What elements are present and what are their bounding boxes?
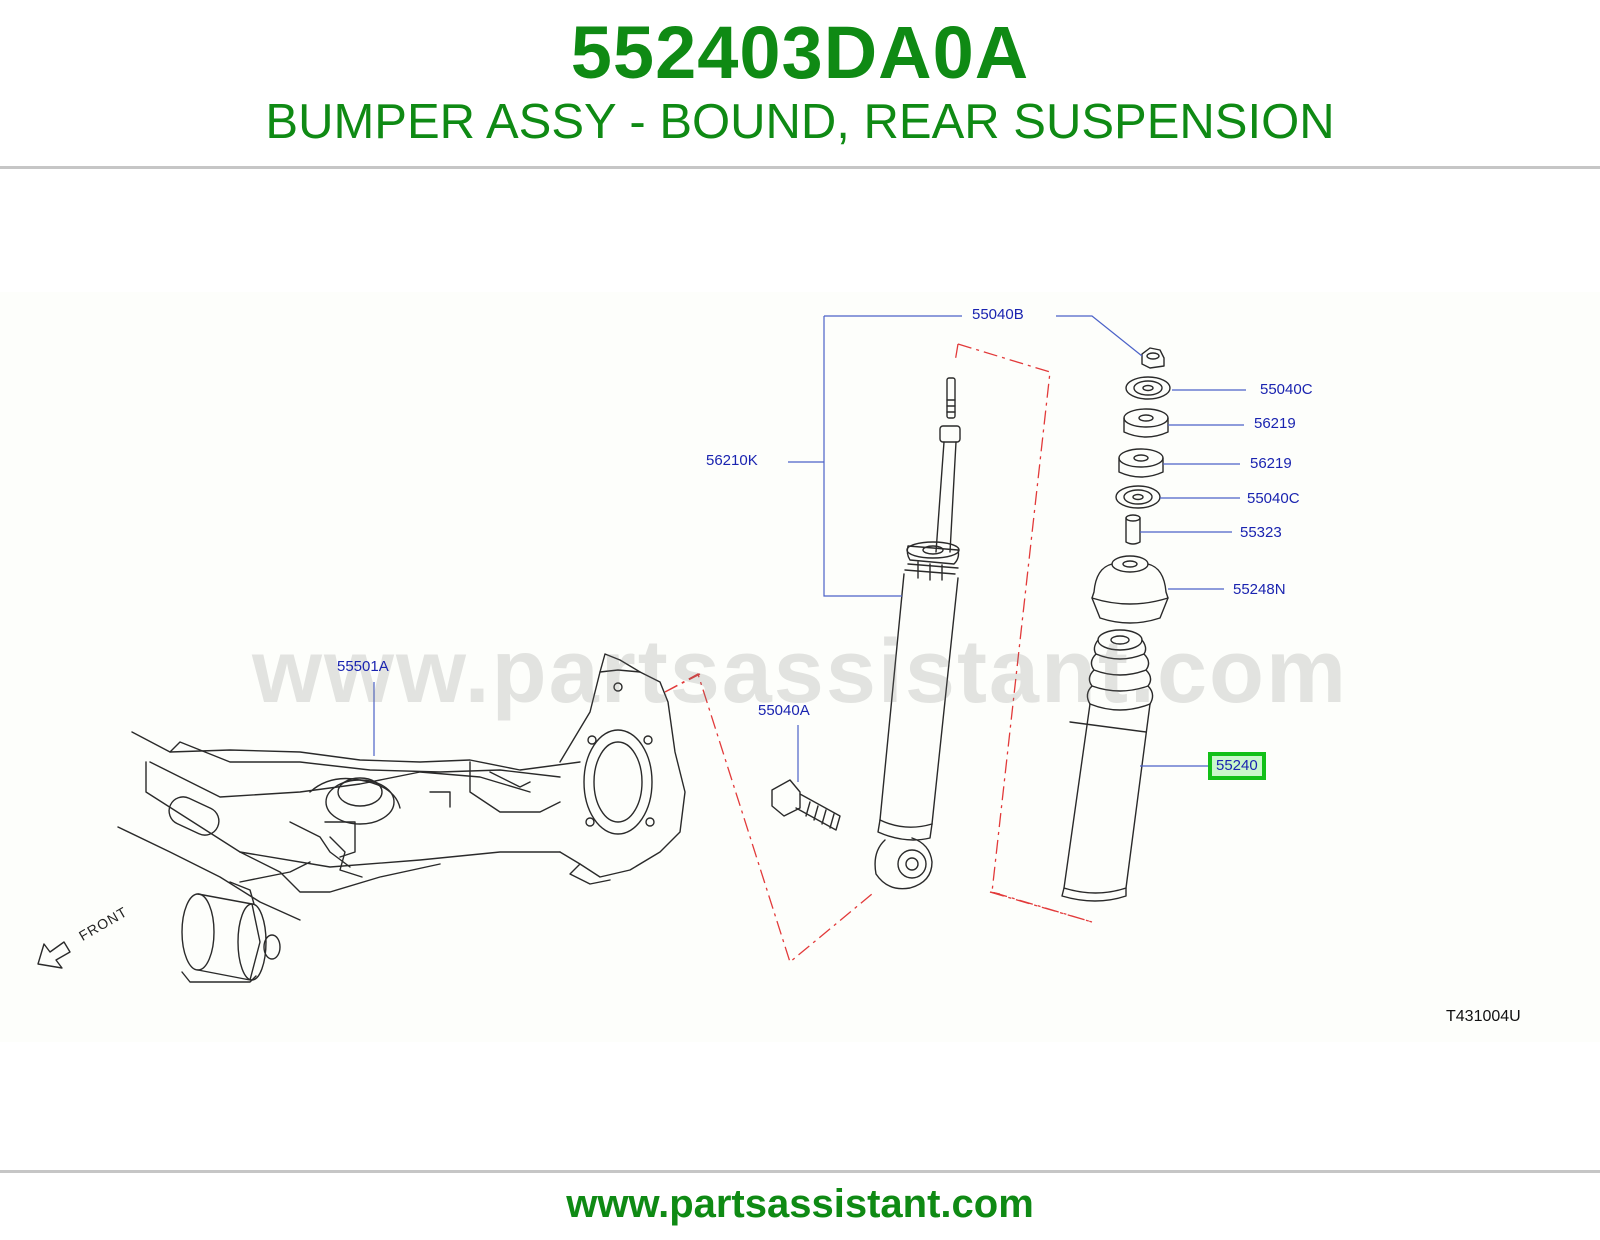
- callout-55323[interactable]: 55323: [1240, 524, 1282, 541]
- nut-55040b: [1141, 347, 1165, 369]
- bushing-56219-bottom: [1118, 448, 1164, 478]
- callout-56219-bottom[interactable]: 56219: [1250, 455, 1292, 472]
- part-description: BUMPER ASSY - BOUND, REAR SUSPENSION: [265, 95, 1335, 149]
- spacer-55323: [1125, 514, 1141, 545]
- leader-55040b: [824, 315, 1143, 357]
- part-number-title: 552403DA0A: [570, 11, 1030, 94]
- exploded-diagram: www.partsassistant.com 55040B 55040C 562…: [0, 292, 1600, 1042]
- leader-56210k-bracket: [823, 316, 902, 597]
- phantom-line-axle: [664, 673, 873, 964]
- callout-56210k[interactable]: 56210K: [706, 452, 758, 469]
- callout-55040c-top[interactable]: 55040C: [1260, 381, 1313, 398]
- shock-absorber: [874, 377, 961, 890]
- cap-55248n: [1091, 555, 1169, 624]
- footer-divider: [0, 1170, 1600, 1173]
- illustration-ref-code: T431004U: [1446, 1008, 1521, 1025]
- phantom-line-shock: [957, 343, 1093, 923]
- washer-55040c-top: [1125, 376, 1171, 400]
- callout-55501a[interactable]: 55501A: [337, 658, 389, 675]
- callout-55240-selected[interactable]: 55240: [1208, 752, 1266, 780]
- diagram-artwork: [37, 315, 1246, 983]
- callout-55248n[interactable]: 55248N: [1233, 581, 1286, 598]
- bound-bumper-55240: [1061, 629, 1154, 902]
- footer-site-link[interactable]: www.partsassistant.com: [566, 1182, 1034, 1226]
- page-header: 552403DA0A BUMPER ASSY - BOUND, REAR SUS…: [0, 0, 1600, 168]
- callout-55040b[interactable]: 55040B: [972, 306, 1024, 323]
- callout-55040a[interactable]: 55040A: [758, 702, 810, 719]
- bushing-56219-top: [1123, 408, 1169, 438]
- rear-axle-beam: [117, 653, 686, 983]
- callout-55040c-bottom[interactable]: 55040C: [1247, 490, 1300, 507]
- front-arrow: [37, 941, 71, 969]
- callout-56219-top[interactable]: 56219: [1254, 415, 1296, 432]
- washer-55040c-bottom: [1115, 485, 1161, 509]
- header-divider: [0, 166, 1600, 169]
- bolt-55040a: [771, 779, 841, 831]
